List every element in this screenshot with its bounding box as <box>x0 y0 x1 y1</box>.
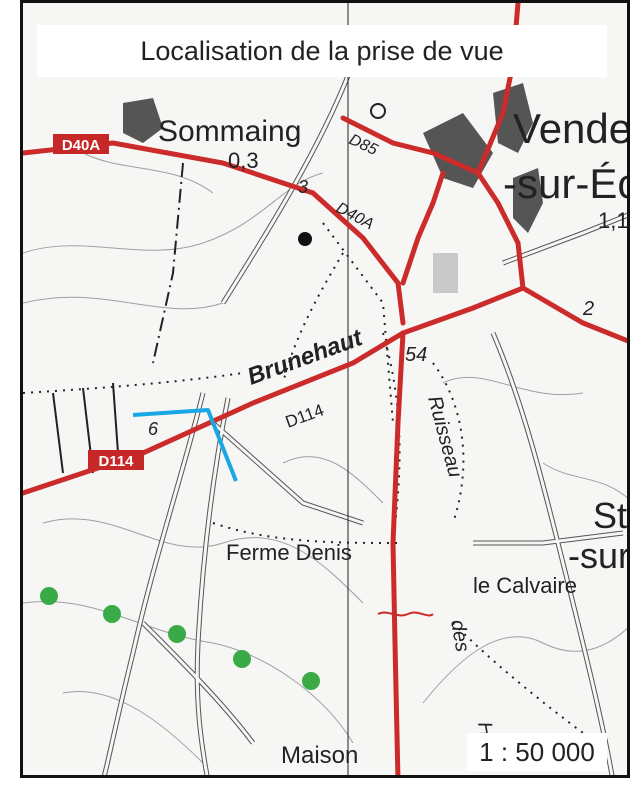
sommaing-value: 0,3 <box>228 148 259 173</box>
place-le-calvaire: le Calvaire <box>473 573 577 598</box>
observation-points <box>40 587 320 690</box>
point-4 <box>233 650 251 668</box>
map-frame: D40A D114 Sommaing 0,3 Vende -sur-Éc 1,1… <box>20 0 630 778</box>
place-ferme-denis: Ferme Denis <box>226 540 352 565</box>
d40a-label: D40A <box>62 137 101 154</box>
d114-badge-label: D114 <box>98 453 134 470</box>
contour-number-2: 2 <box>582 298 594 320</box>
trails <box>23 222 584 734</box>
place-vendegies-2: -sur-Éc <box>503 160 630 207</box>
stream-ruisseau: Ruisseau <box>423 394 466 480</box>
main-roads <box>23 3 627 775</box>
place-st: St- <box>593 495 630 536</box>
contour-number-3: 3 <box>298 177 308 197</box>
title-box: Localisation de la prise de vue <box>37 25 607 77</box>
point-1 <box>40 587 58 605</box>
point-5 <box>302 672 320 690</box>
pond-area <box>433 253 458 293</box>
point-3 <box>168 625 186 643</box>
boundary-line <box>152 162 184 364</box>
church-icon <box>370 103 386 119</box>
viewpoint-marker <box>132 408 238 482</box>
stream-des: des <box>446 618 473 654</box>
contour-number-6: 6 <box>148 419 159 439</box>
bridge-mark <box>377 611 434 617</box>
place-sommaing: Sommaing <box>158 115 301 148</box>
secondary-roads-fill <box>103 62 627 775</box>
marker-54: 54 <box>405 344 427 366</box>
scale-box: 1 : 50 000 <box>467 733 607 771</box>
location-dot <box>298 232 312 246</box>
point-2 <box>103 605 121 623</box>
road-d114-label: D114 <box>283 400 327 431</box>
place-maison: Maison <box>281 742 358 769</box>
map-scale: 1 : 50 000 <box>479 736 595 767</box>
vendegies-value: 1,1 <box>598 208 629 233</box>
topographic-map: D40A D114 Sommaing 0,3 Vende -sur-Éc 1,1… <box>23 3 630 775</box>
map-title: Localisation de la prise de vue <box>140 35 504 66</box>
place-sur: -sur <box>568 535 630 576</box>
d114-badge <box>88 450 144 470</box>
place-vendegies-1: Vende <box>513 105 630 152</box>
d40a-badge <box>53 134 109 154</box>
